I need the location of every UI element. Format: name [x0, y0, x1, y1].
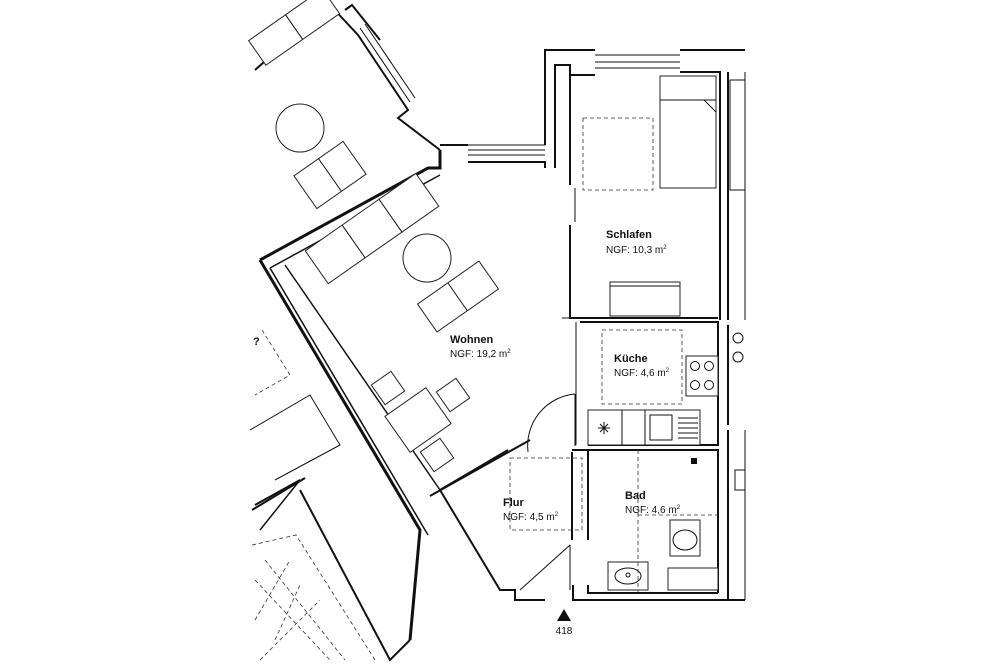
room-label-wohnen: Wohnen NGF: 19,2 m2 — [450, 334, 511, 360]
area-unit-exponent: 2 — [555, 512, 559, 518]
entrance-number: 418 — [556, 626, 573, 637]
furniture — [247, 0, 746, 591]
room-label-flur: Flur NGF: 4,5 m2 — [503, 497, 559, 523]
room-name: Wohnen — [450, 334, 493, 346]
room-area: NGF: 4,6 m — [625, 505, 677, 516]
doors — [519, 188, 576, 591]
neighbor-label-fragment: ? — [253, 336, 260, 348]
area-unit-exponent: 2 — [507, 349, 511, 355]
area-unit-exponent: 2 — [663, 245, 667, 251]
entrance-triangle-icon — [557, 609, 571, 621]
area-unit-exponent: 2 — [666, 368, 670, 374]
sink-lines — [678, 417, 698, 439]
room-label-schlafen: Schlafen NGF: 10,3 m2 — [606, 229, 667, 256]
svg-text:NGF: 4,6 m2: NGF: 4,6 m2 — [614, 368, 670, 379]
room-label-kueche: Küche NGF: 4,6 m2 — [614, 353, 670, 379]
room-name: Küche — [614, 353, 648, 365]
room-label-bad: Bad NGF: 4,6 m2 — [625, 490, 681, 516]
dashed-outlines — [251, 117, 718, 661]
svg-text:NGF: 19,2 m2: NGF: 19,2 m2 — [450, 349, 511, 360]
area-unit-exponent: 2 — [677, 505, 681, 511]
room-area: NGF: 10,3 m — [606, 245, 663, 256]
svg-text:NGF: 10,3 m2: NGF: 10,3 m2 — [606, 245, 667, 256]
room-area: NGF: 4,5 m — [503, 512, 555, 523]
entrance-marker: 418 — [556, 609, 573, 637]
svg-text:NGF: 4,5 m2: NGF: 4,5 m2 — [503, 512, 559, 523]
room-name: Flur — [503, 497, 524, 509]
svg-text:NGF: 4,6 m2: NGF: 4,6 m2 — [625, 505, 681, 516]
room-area: NGF: 4,6 m — [614, 368, 666, 379]
fridge-star — [598, 422, 610, 434]
room-name: Bad — [625, 490, 646, 502]
room-area: NGF: 19,2 m — [450, 349, 507, 360]
room-name: Schlafen — [606, 229, 652, 241]
